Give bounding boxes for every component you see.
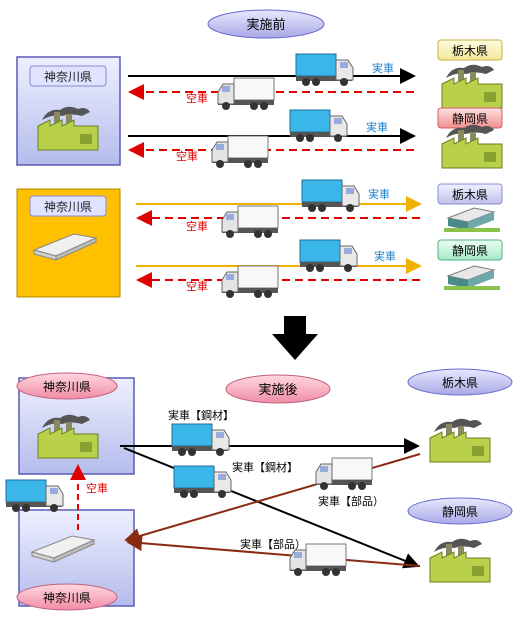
empty-truck-icon bbox=[315, 457, 373, 491]
down-arrow-icon bbox=[272, 316, 318, 360]
after-route-steel-2: 実車【鋼材】 bbox=[232, 460, 298, 474]
after-title-oval bbox=[225, 374, 331, 404]
loaded-truck-icon bbox=[171, 423, 230, 457]
before-empty-label-1: 空車 bbox=[186, 91, 208, 105]
loaded-truck-icon bbox=[295, 53, 354, 87]
loaded-truck-icon bbox=[301, 179, 360, 213]
loaded-truck-icon bbox=[299, 239, 358, 273]
after-origin-warehouse-label: 神奈川県 bbox=[43, 591, 91, 605]
after-dest-shizuoka: 静岡県 bbox=[442, 505, 478, 519]
after-title: 実施後 bbox=[258, 382, 297, 398]
before-dest-2: 静岡県 bbox=[452, 112, 488, 126]
empty-truck-icon bbox=[221, 205, 279, 239]
before-empty-label-3: 空車 bbox=[186, 219, 208, 233]
before-title-oval bbox=[207, 9, 325, 39]
after-route-parts-2: 実車【部品） bbox=[240, 537, 306, 551]
before-loaded-label-4: 実車 bbox=[374, 249, 396, 263]
factory-icon bbox=[429, 418, 491, 463]
loaded-truck-icon bbox=[289, 109, 348, 143]
before-dest-4: 静岡県 bbox=[452, 244, 488, 258]
empty-truck-icon bbox=[211, 135, 269, 169]
before-empty-label-2: 空車 bbox=[176, 149, 198, 163]
after-dest-tochigi: 栃木県 bbox=[442, 376, 478, 390]
empty-truck-icon bbox=[221, 265, 279, 299]
before-dest-3: 栃木県 bbox=[452, 188, 488, 202]
after-route-steel-1: 実車【鋼材】 bbox=[168, 408, 234, 422]
after-empty-label: 空車 bbox=[86, 481, 108, 495]
warehouse-icon bbox=[443, 207, 501, 233]
after-origin-factory-label: 神奈川県 bbox=[43, 380, 91, 394]
warehouse-icon bbox=[443, 265, 501, 291]
before-loaded-label-1: 実車 bbox=[372, 61, 394, 75]
before-origin-factory-label: 神奈川県 bbox=[44, 70, 92, 84]
before-title: 実施前 bbox=[246, 17, 285, 33]
before-loaded-label-2: 実車 bbox=[366, 120, 388, 134]
before-loaded-label-3: 実車 bbox=[368, 187, 390, 201]
loaded-truck-icon bbox=[173, 465, 232, 499]
before-empty-label-4: 空車 bbox=[186, 279, 208, 293]
before-dest-1: 栃木県 bbox=[452, 44, 488, 58]
factory-icon bbox=[441, 64, 503, 109]
loaded-truck-icon bbox=[5, 479, 64, 513]
factory-icon bbox=[429, 538, 491, 583]
after-route-parts-1: 実車【部品） bbox=[318, 494, 384, 508]
factory-icon bbox=[441, 124, 503, 169]
before-origin-warehouse-label: 神奈川県 bbox=[44, 200, 92, 214]
empty-truck-icon bbox=[217, 77, 275, 111]
